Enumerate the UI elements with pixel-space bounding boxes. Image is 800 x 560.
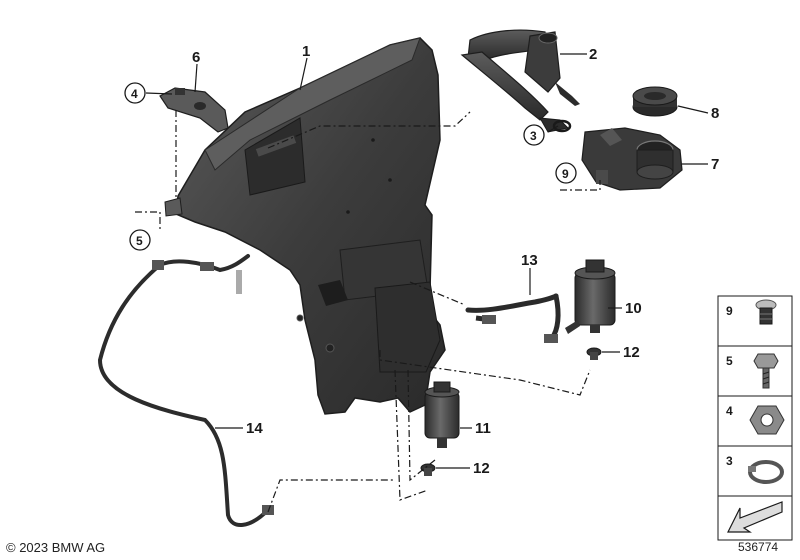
- callout-2: 2: [589, 46, 597, 63]
- hose-clamp: [552, 119, 572, 133]
- callout-12-upper: 12: [623, 344, 640, 361]
- callout-3: 3: [530, 129, 537, 143]
- callout-4-ring: [124, 82, 146, 104]
- clip-icon: [755, 299, 777, 325]
- callout-5: 5: [136, 234, 143, 248]
- legend-label-5: 5: [726, 354, 733, 368]
- callout-9-ring: [555, 162, 577, 184]
- legend-label-3: 3: [726, 454, 733, 468]
- hex-bolt-icon: [753, 353, 779, 389]
- callout-5-ring: [129, 229, 151, 251]
- callout-12-lower: 12: [473, 460, 490, 477]
- filler-pipe: [460, 29, 580, 133]
- legend-label-9: 9: [726, 304, 733, 318]
- callout-10: 10: [625, 300, 642, 317]
- callout-11: 11: [475, 420, 491, 437]
- long-wash-hose: [97, 254, 274, 527]
- grommet-upper: [586, 347, 602, 360]
- filler-neck: [581, 127, 683, 191]
- washer-pump-front: [424, 381, 460, 448]
- callout-8: 8: [711, 105, 719, 122]
- diagram-reference-number: 536774: [738, 540, 779, 554]
- callout-14: 14: [246, 420, 263, 437]
- callout-leaders: [145, 53, 709, 469]
- callout-6: 6: [192, 49, 200, 66]
- hex-nut-icon: [749, 405, 785, 435]
- callout-7: 7: [711, 156, 719, 173]
- bracket: [159, 87, 229, 133]
- copyright-text: © 2023 BMW AG: [6, 540, 106, 555]
- washer-fluid-reservoir: [164, 37, 446, 415]
- callout-1: 1: [302, 43, 310, 60]
- hose-clamp-icon: [748, 460, 784, 484]
- callout-3-ring: [523, 124, 545, 146]
- callout-13: 13: [521, 252, 538, 269]
- callout-9: 9: [562, 167, 569, 181]
- direction-arrow-icon: [727, 501, 783, 533]
- washer-hose-line: [465, 293, 561, 343]
- connection-lines: [135, 110, 601, 513]
- callout-4: 4: [131, 87, 138, 101]
- legend-label-4: 4: [726, 404, 733, 418]
- grommet-lower: [420, 463, 436, 476]
- callouts: 1 2 3 4 5 6 7 8 9 10 11 12 12 13 14: [124, 43, 719, 477]
- small-parts-legend: 9 5 4 3: [717, 295, 793, 541]
- filler-cap: [632, 86, 678, 117]
- washer-pump-rear: [565, 259, 616, 334]
